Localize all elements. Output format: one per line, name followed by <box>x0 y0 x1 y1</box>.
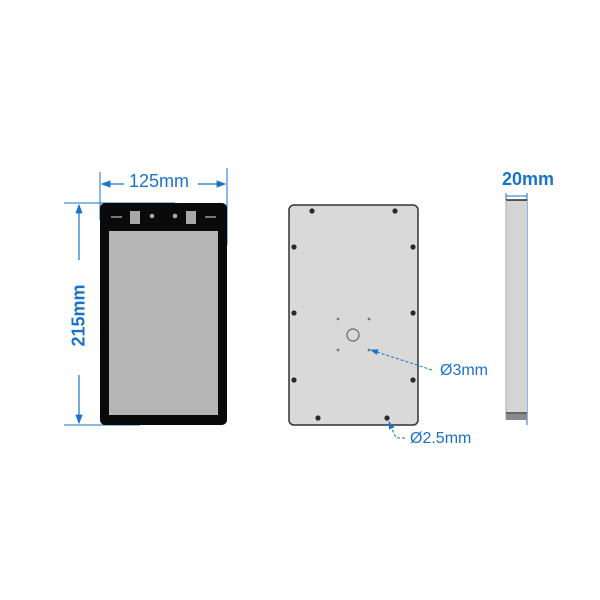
center-hole-label: Ø3mm <box>440 362 488 379</box>
height-label: 215mm <box>68 284 89 347</box>
width-label: 125mm <box>129 171 190 191</box>
device-screen <box>109 231 218 415</box>
sensor-left <box>130 211 140 224</box>
sensor-right <box>186 211 196 224</box>
camera-right <box>172 213 178 219</box>
leader-2-5mm <box>388 421 405 439</box>
screw-hole-label: Ø2.5mm <box>410 430 472 447</box>
screw-holes <box>291 208 416 421</box>
leader-3mm <box>370 349 433 371</box>
center-hole <box>346 328 360 342</box>
side-view <box>505 193 528 425</box>
back-panel <box>288 204 419 426</box>
side-body <box>506 200 527 420</box>
camera-left <box>149 213 155 219</box>
front-view <box>64 168 228 426</box>
back-view <box>288 204 433 439</box>
depth-label: 20mm <box>502 169 555 189</box>
